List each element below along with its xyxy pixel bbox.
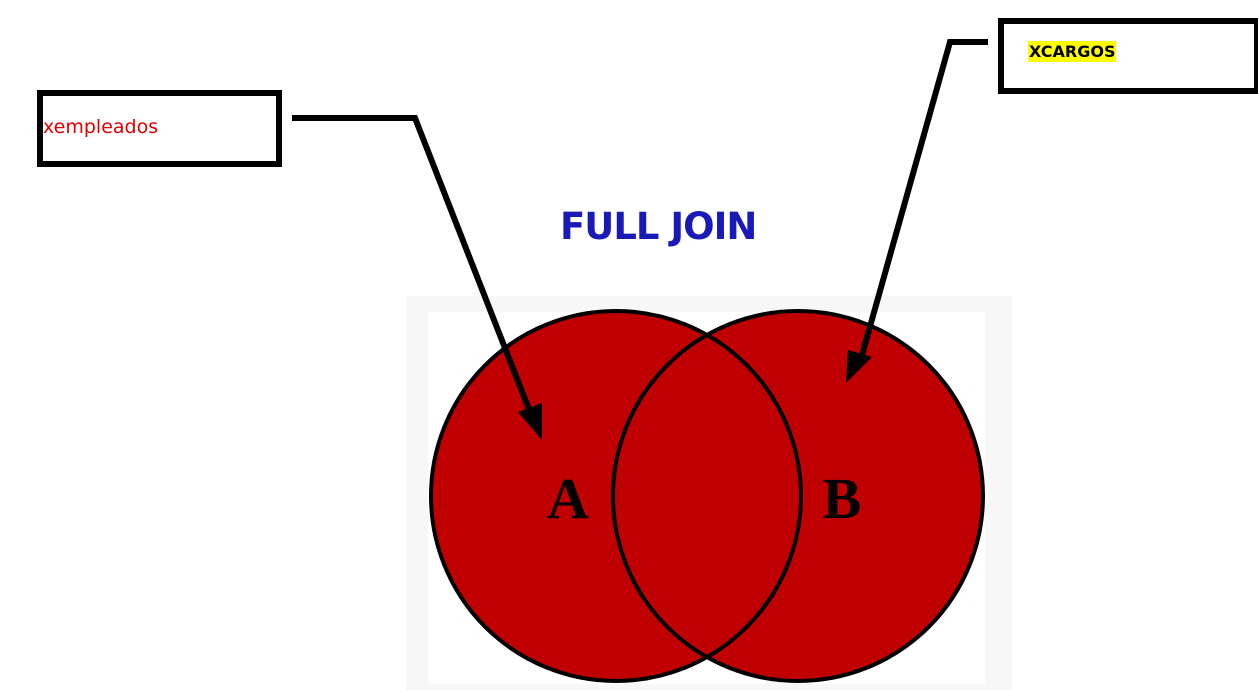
left-arrowhead bbox=[518, 403, 542, 440]
set-b-circle bbox=[613, 311, 983, 681]
left-label-text: xempleados bbox=[43, 116, 159, 138]
set-a-letter: A bbox=[547, 466, 589, 531]
right-label-text: XCARGOS bbox=[1028, 41, 1117, 62]
right-arrowhead bbox=[846, 350, 872, 383]
set-b-outline bbox=[611, 309, 985, 683]
right-label-box: XCARGOS bbox=[998, 18, 1258, 94]
left-connector-line bbox=[292, 115, 533, 414]
right-connector-line bbox=[859, 39, 988, 356]
diagram-title: FULL JOIN bbox=[560, 205, 757, 248]
set-b-letter: B bbox=[823, 466, 862, 531]
left-label-box: xempleados bbox=[37, 90, 282, 167]
set-a-outline bbox=[429, 309, 803, 683]
